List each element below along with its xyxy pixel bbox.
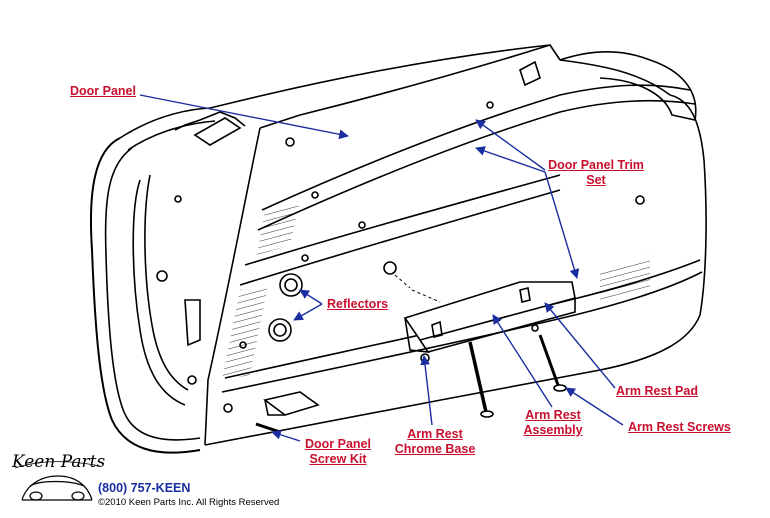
label-arm-rest-assembly[interactable]: Arm Rest Assembly — [518, 408, 588, 438]
label-arm-rest-screws[interactable]: Arm Rest Screws — [628, 420, 731, 434]
brand-logo-text: Keen Parts — [12, 452, 106, 472]
label-chrome-line1: Arm Rest — [407, 427, 463, 441]
label-trim-line1: Door Panel Trim — [548, 158, 644, 172]
label-door-panel[interactable]: Door Panel — [70, 84, 136, 98]
label-reflectors[interactable]: Reflectors — [327, 297, 389, 311]
arrow-trim-upper — [475, 119, 546, 171]
arrow-chrome-base — [420, 355, 433, 426]
label-door-panel-trim-set[interactable]: Door Panel Trim Set — [548, 158, 644, 188]
keen-parts-logo — [14, 461, 101, 501]
label-assembly-line1: Arm Rest — [525, 408, 581, 422]
arrow-screw-kit — [271, 430, 301, 442]
arrow-trim-lower — [544, 171, 580, 279]
label-trim-line2: Set — [586, 173, 606, 187]
copyright-notice: ©2010 Keen Parts Inc. All Rights Reserve… — [98, 497, 280, 508]
door-panel-card — [193, 44, 707, 446]
label-chrome-line2: Chrome Base — [394, 442, 476, 456]
arrow-reflector-upper — [299, 289, 323, 305]
label-arm-rest-chrome-base[interactable]: Arm Rest Chrome Base — [392, 427, 478, 457]
phone-number[interactable]: (800) 757-KEEN — [98, 481, 191, 495]
label-arm-rest-pad[interactable]: Arm Rest Pad — [616, 384, 698, 398]
arrow-door-panel — [139, 94, 349, 140]
door-shell — [89, 44, 551, 454]
callout-arrows — [139, 94, 624, 442]
arrow-arm-rest-assembly — [492, 314, 553, 408]
arrow-arm-rest-pad — [544, 302, 616, 389]
label-screwkit-line1: Door Panel — [305, 437, 371, 451]
label-assembly-line2: Assembly — [523, 423, 583, 437]
arrow-arm-rest-screws — [565, 387, 624, 426]
label-door-panel-screw-kit[interactable]: Door Panel Screw Kit — [300, 437, 376, 467]
arrow-trim-middle — [475, 146, 546, 173]
arm-rest — [383, 261, 576, 418]
arrow-reflector-lower — [293, 303, 323, 321]
label-screwkit-line2: Screw Kit — [309, 452, 367, 466]
